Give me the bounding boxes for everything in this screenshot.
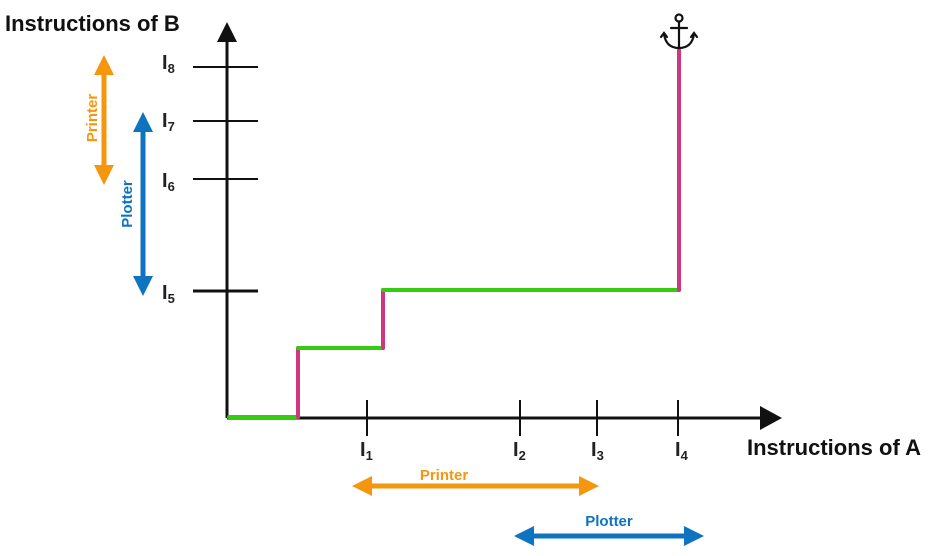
y-tick-label-i7: I7 (162, 110, 175, 134)
b-printer-label: Printer (84, 94, 101, 143)
y-axis-arrowhead (217, 22, 237, 42)
x-tick-label-i2: I2 (513, 439, 526, 463)
b-plotter-range: Plotter (119, 112, 153, 296)
x-axis-arrowhead (760, 406, 782, 430)
y-tick-i8: I8 (162, 52, 258, 76)
x-tick-i3: I3 (591, 400, 604, 463)
a-printer-label: Printer (420, 467, 469, 484)
y-tick-i5: I5 (162, 282, 258, 306)
progress-path (227, 48, 681, 419)
y-tick-label-i6: I6 (162, 170, 175, 194)
x-tick-i4: I4 (675, 400, 689, 463)
x-tick-i1: I1 (360, 400, 373, 463)
b-plotter-label: Plotter (119, 180, 136, 228)
x-tick-label-i4: I4 (675, 439, 689, 463)
y-tick-i6: I6 (162, 170, 258, 194)
a-plotter-label: Plotter (585, 513, 633, 530)
y-tick-i7: I7 (162, 110, 258, 134)
x-axis-title: Instructions of A (747, 435, 921, 460)
a-plotter-range: Plotter (514, 513, 704, 546)
x-tick-label-i1: I1 (360, 439, 373, 463)
x-tick-label-i3: I3 (591, 439, 604, 463)
anchor-icon (659, 13, 699, 50)
b-printer-range: Printer (84, 55, 114, 185)
y-tick-label-i8: I8 (162, 52, 175, 76)
a-printer-range: Printer (352, 467, 599, 496)
y-tick-label-i5: I5 (162, 282, 175, 306)
y-axis-title: Instructions of B (5, 11, 180, 36)
x-tick-i2: I2 (513, 400, 526, 463)
